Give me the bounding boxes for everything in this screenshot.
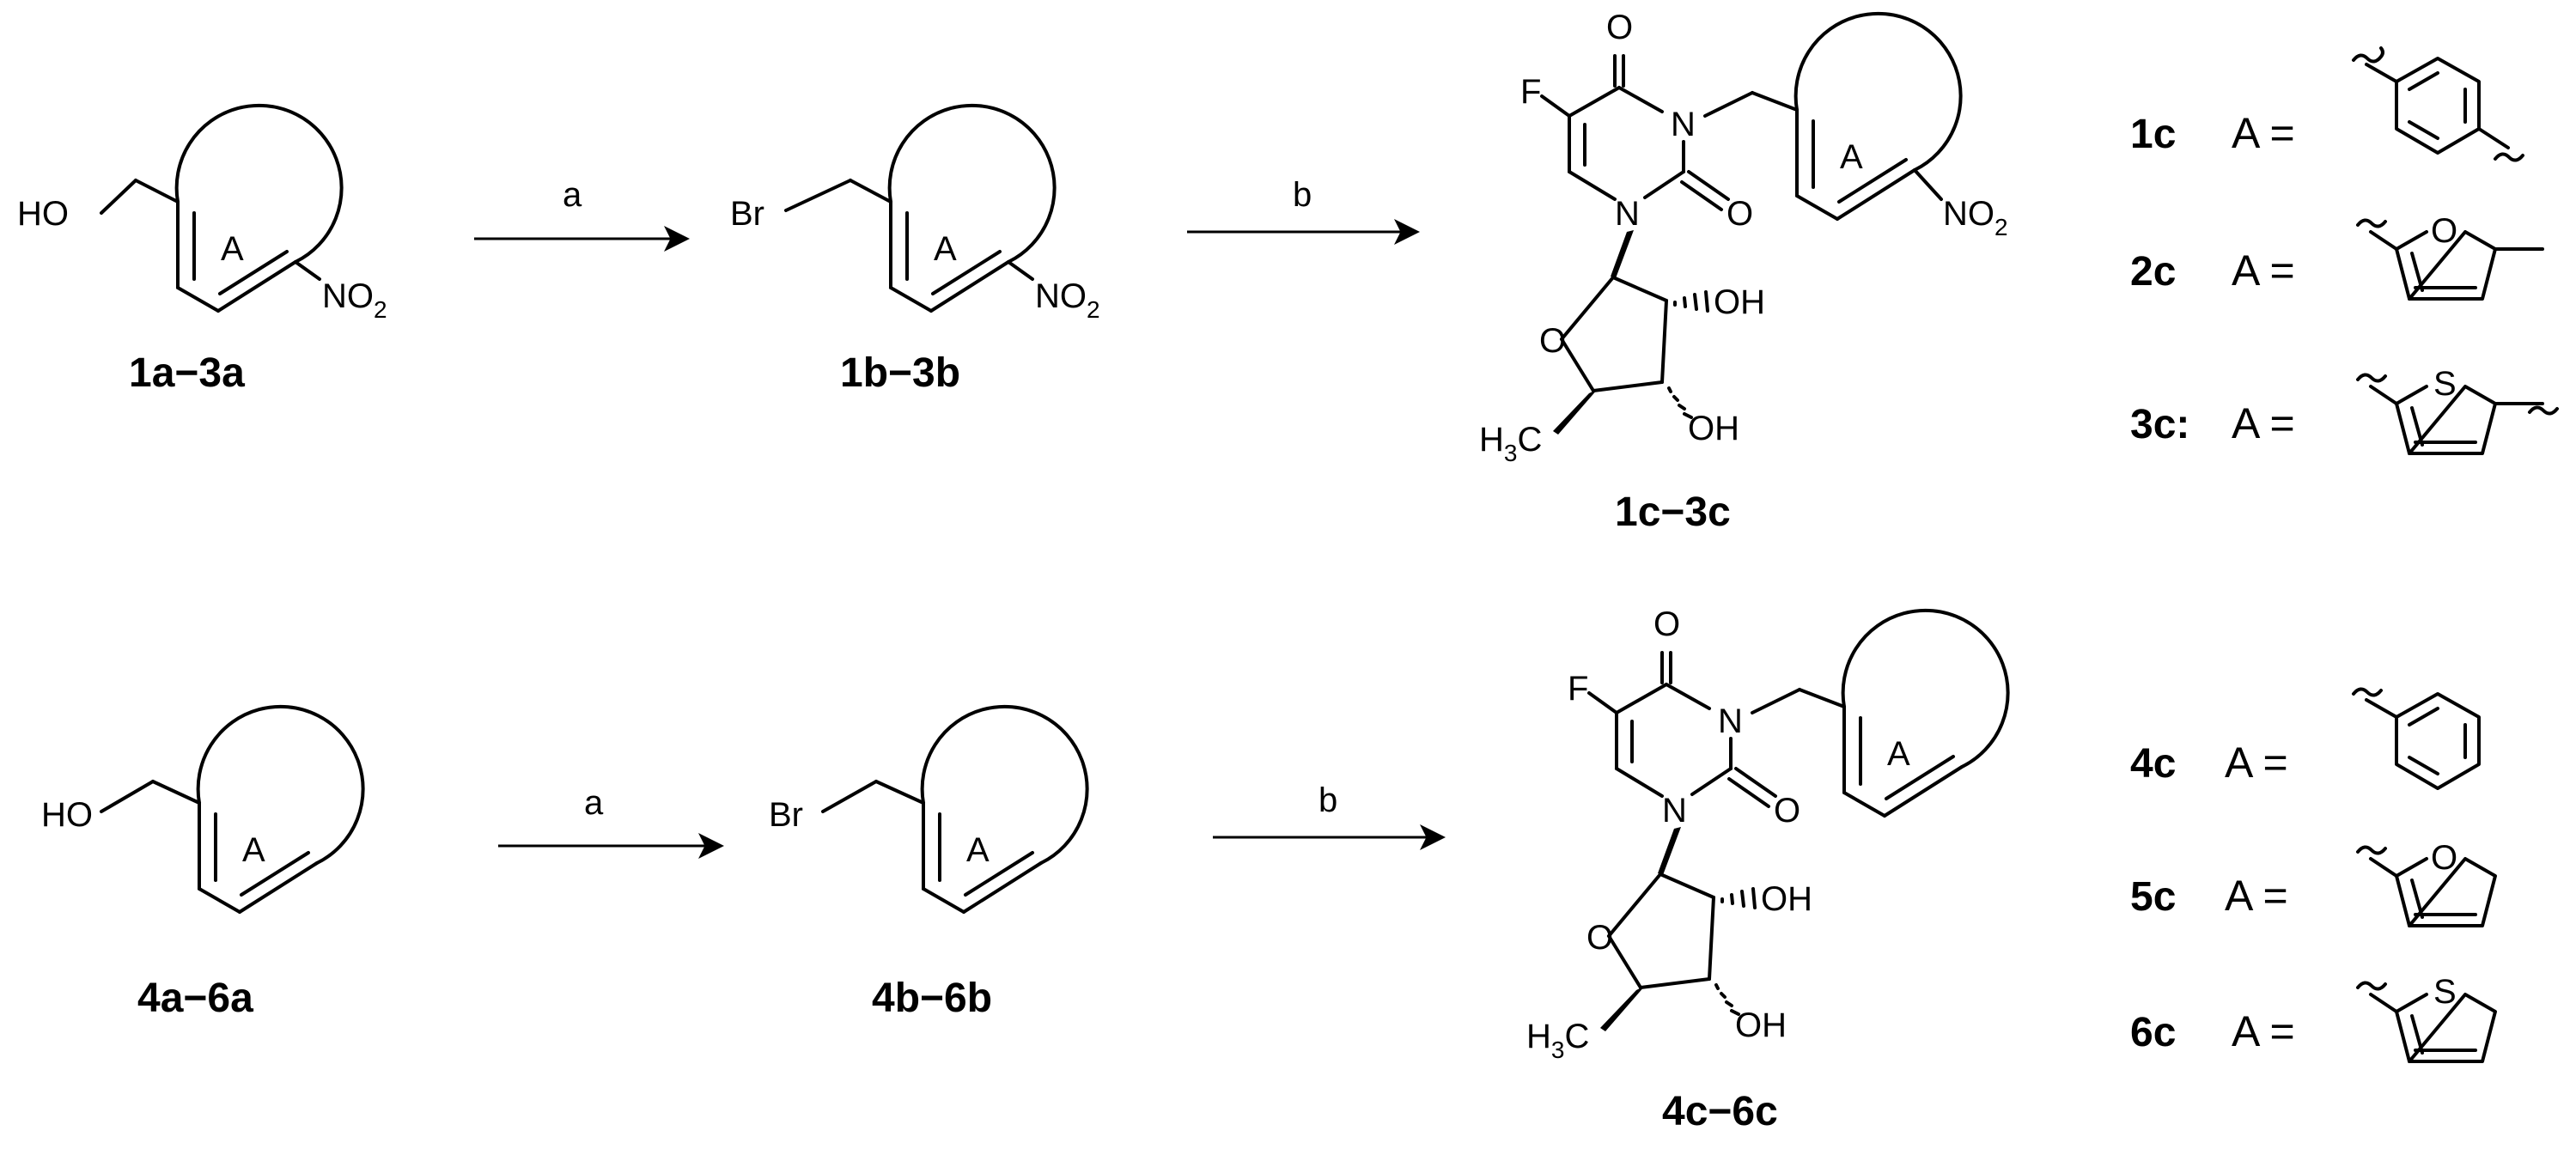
- variant-id: 1c: [2130, 112, 2176, 157]
- methyl-label: H3C: [1526, 1018, 1589, 1063]
- hydroxy-label: OH: [1735, 1006, 1787, 1044]
- variant-2c: 2c A = O: [2130, 212, 2544, 301]
- compound-1c-3c: O F N O N A NO2 O OH OH H3C 1c−3c: [1479, 9, 2008, 535]
- furan-oxygen-label: O: [2431, 839, 2457, 877]
- label-4b-6b: 4b−6b: [872, 976, 992, 1021]
- variant-6c: 6c A = S: [2130, 973, 2497, 1063]
- variant-eq: A =: [2232, 1007, 2295, 1055]
- nitro-label: NO2: [322, 277, 387, 323]
- variant-id: 6c: [2130, 1010, 2176, 1055]
- variant-eq: A =: [2232, 246, 2295, 295]
- variant-eq: A =: [2232, 399, 2295, 447]
- ring-a-label: A: [934, 230, 957, 268]
- compound-4b-6b: Br A 4b−6b: [769, 704, 1089, 1021]
- hydroxyl-label: HO: [17, 195, 69, 233]
- label-1c-3c: 1c−3c: [1615, 489, 1731, 535]
- compound-1b-3b: Br A NO2 1b−3b: [730, 103, 1100, 396]
- reagent-b-row2: b: [1318, 781, 1337, 819]
- reagent-a-row1: a: [563, 176, 582, 214]
- carbonyl-oxygen-label: O: [1726, 195, 1753, 233]
- ring-oxygen-label: O: [1586, 919, 1613, 957]
- hydroxyl-label: HO: [41, 796, 93, 834]
- fluoro-label: F: [1520, 73, 1541, 111]
- ring-a-label: A: [1887, 735, 1910, 773]
- label-1a-3a: 1a−3a: [129, 350, 245, 396]
- variant-id: 4c: [2130, 741, 2176, 787]
- variant-id: 5c: [2130, 874, 2176, 920]
- variant-eq: A =: [2225, 872, 2288, 920]
- variant-1c: 1c A =: [2130, 46, 2524, 162]
- hydroxy-label: OH: [1688, 410, 1739, 447]
- variant-4c: 4c A =: [2130, 687, 2481, 790]
- ring-a-label: A: [242, 831, 265, 869]
- bromo-label: Br: [769, 796, 803, 834]
- nitrogen-3-label: N: [1671, 106, 1696, 143]
- nitro-label: NO2: [1943, 195, 2008, 240]
- label-4c-6c: 4c−6c: [1662, 1089, 1778, 1134]
- carbonyl-oxygen-label: O: [1774, 792, 1800, 830]
- compound-4c-6c: O F N O N A O OH OH H3C 4c−6c: [1526, 605, 2010, 1134]
- ring-oxygen-label: O: [1539, 322, 1566, 360]
- variant-id: 3c:: [2130, 402, 2189, 447]
- nitrogen-1-label: N: [1662, 792, 1687, 830]
- hashed-bond: [1667, 290, 1709, 419]
- ring-a-label: A: [221, 230, 244, 268]
- nitrogen-3-label: N: [1718, 702, 1743, 740]
- hashed-bond: [1714, 887, 1757, 1016]
- hydroxy-label: OH: [1761, 880, 1812, 918]
- carbonyl-oxygen-label: O: [1653, 605, 1680, 643]
- reagent-b-row1: b: [1293, 176, 1312, 214]
- ring-a-label: A: [1840, 138, 1863, 176]
- thiophene-sulfur-label: S: [2433, 365, 2457, 403]
- reagent-a-row2: a: [584, 784, 604, 822]
- ring-a-label: A: [966, 831, 990, 869]
- hydroxy-label: OH: [1714, 283, 1765, 321]
- label-1b-3b: 1b−3b: [840, 350, 960, 396]
- variant-5c: 5c A = O: [2130, 839, 2497, 927]
- variant-3c: 3c: A = S: [2130, 365, 2559, 455]
- nitrogen-1-label: N: [1615, 195, 1640, 233]
- methyl-label: H3C: [1479, 421, 1542, 466]
- fluoro-label: F: [1568, 670, 1588, 708]
- thiophene-sulfur-label: S: [2433, 973, 2457, 1011]
- variant-id: 2c: [2130, 249, 2176, 295]
- variant-eq: A =: [2225, 739, 2288, 787]
- compound-1a-3a: HO A NO2 1a−3a: [17, 103, 387, 396]
- bromo-label: Br: [730, 195, 764, 233]
- furan-oxygen-label: O: [2431, 212, 2457, 250]
- label-4a-6a: 4a−6a: [137, 976, 253, 1021]
- compound-4a-6a: HO A 4a−6a: [41, 704, 365, 1021]
- carbonyl-oxygen-label: O: [1606, 9, 1633, 46]
- nitro-label: NO2: [1035, 277, 1100, 323]
- variant-eq: A =: [2232, 109, 2295, 157]
